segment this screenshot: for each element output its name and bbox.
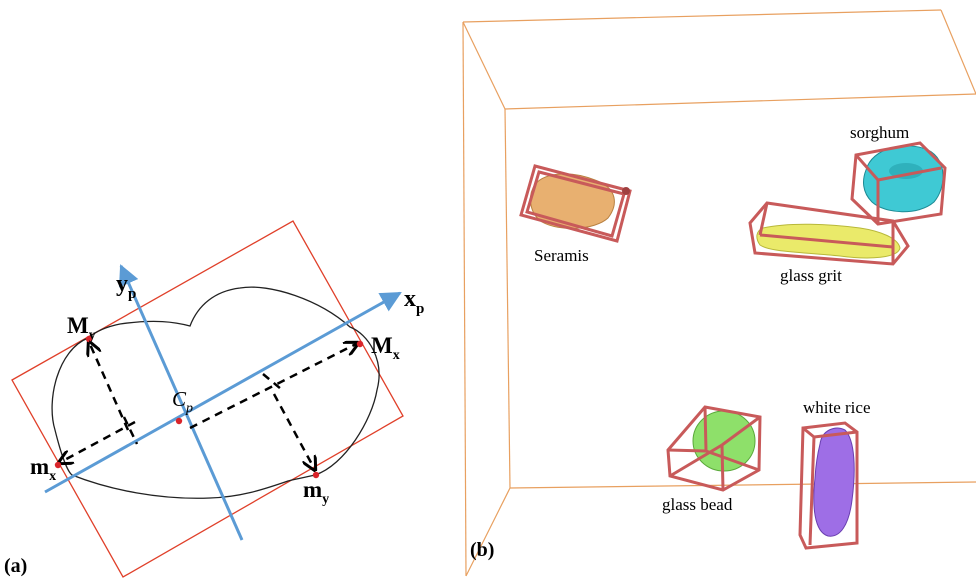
glass-bead-label: glass bead <box>662 495 733 514</box>
max-y-label: My <box>67 313 96 343</box>
min-y-label: my <box>303 477 329 507</box>
white-rice-object: white rice <box>798 398 871 550</box>
glass-grit-object: glass grit <box>748 201 910 285</box>
glass-bead-object: glass bead <box>662 405 762 514</box>
bounding-box <box>11 220 404 578</box>
white-rice-label: white rice <box>803 398 871 417</box>
point-min-y <box>312 471 320 479</box>
point-max-x <box>356 340 364 348</box>
panel-b: Seramis sorghum glass grit <box>462 9 976 577</box>
panel-a-label: (a) <box>4 555 27 577</box>
point-min-x <box>54 461 62 469</box>
point-max-y <box>85 335 93 343</box>
max-x-label: Mx <box>371 333 400 363</box>
point-center <box>175 417 183 425</box>
sorghum-object: sorghum <box>850 123 947 226</box>
container-box <box>462 9 976 577</box>
particle-outline <box>51 286 380 499</box>
y-axis-line <box>119 264 244 541</box>
panel-b-label: (b) <box>470 539 494 561</box>
seramis-object: Seramis <box>519 164 632 265</box>
x-axis-line <box>44 291 402 494</box>
sorghum-label: sorghum <box>850 123 909 142</box>
center-label: Cp <box>172 387 193 416</box>
panel-a: xp yp My Mx mx my Cp (a) <box>4 220 424 578</box>
min-x-label: mx <box>30 454 56 484</box>
projection-lines <box>59 342 358 470</box>
axis-y-label: yp <box>116 271 136 302</box>
glass-grit-label: glass grit <box>780 266 842 285</box>
seramis-label: Seramis <box>534 246 589 265</box>
axis-x-label: xp <box>404 286 424 317</box>
